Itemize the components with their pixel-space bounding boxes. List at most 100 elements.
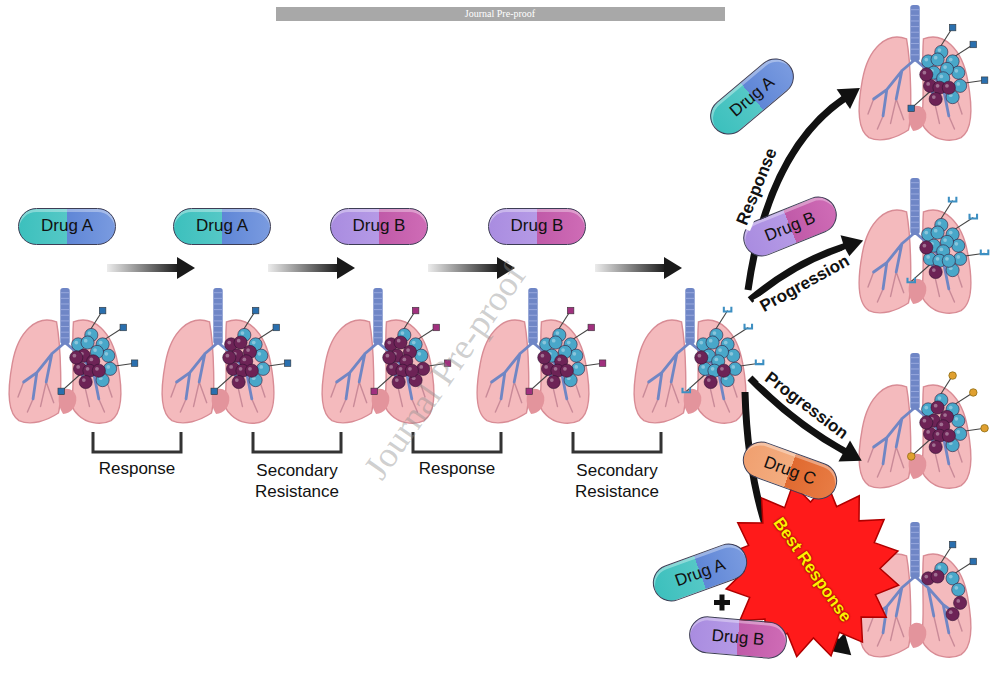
trachea-ring xyxy=(213,326,222,327)
cell-highlight xyxy=(934,573,938,577)
lungs xyxy=(859,353,988,488)
receptor-head xyxy=(745,324,753,329)
cell-highlight xyxy=(95,367,99,371)
trachea-ring xyxy=(910,543,919,544)
trachea-ring xyxy=(910,391,919,392)
trachea-ring xyxy=(528,337,537,338)
cell-highlight xyxy=(574,365,578,369)
drug-name: Drug A xyxy=(726,72,779,121)
trachea-ring xyxy=(910,37,919,38)
cell-highlight xyxy=(226,354,230,358)
receptor-head xyxy=(371,388,378,395)
trachea-ring xyxy=(910,368,919,369)
trachea-ring xyxy=(910,532,919,533)
receptor-head xyxy=(526,388,533,395)
receptor-head xyxy=(211,388,218,395)
tumor-cell xyxy=(920,416,933,429)
cell-highlight xyxy=(949,610,953,614)
bronchi xyxy=(874,60,957,116)
arrow-shaft xyxy=(107,264,179,272)
trachea-ring xyxy=(373,292,382,293)
receptor-head xyxy=(949,541,956,548)
cell-highlight xyxy=(395,378,399,382)
heart xyxy=(527,389,545,414)
receptor-head xyxy=(724,307,732,312)
trachea-ring xyxy=(910,227,919,228)
cell-highlight xyxy=(932,95,936,99)
heart xyxy=(909,106,927,131)
receptor-stalk xyxy=(722,327,748,344)
cell-highlight xyxy=(731,365,735,369)
trachea-ring xyxy=(528,309,537,310)
trachea-ring xyxy=(910,15,919,16)
tumor-cell xyxy=(942,254,955,267)
cell-highlight xyxy=(707,378,711,382)
trachea-ring xyxy=(373,326,382,327)
tumor-cell xyxy=(560,364,573,377)
trachea-ring xyxy=(910,397,919,398)
trachea-ring xyxy=(685,332,694,333)
tumor-cell xyxy=(954,252,967,265)
trachea-ring xyxy=(373,332,382,333)
right-lung xyxy=(224,320,274,423)
cell-highlight xyxy=(709,339,713,343)
trachea-ring xyxy=(60,326,69,327)
bracket xyxy=(93,432,181,452)
cell-highlight xyxy=(938,396,942,400)
left-lung xyxy=(859,210,911,313)
tumor-cell xyxy=(954,427,967,440)
arrow-head xyxy=(177,257,195,279)
bronchi xyxy=(177,343,260,399)
cell-highlight xyxy=(956,599,960,603)
bracket-label: Response xyxy=(99,458,176,479)
heart xyxy=(372,389,390,414)
cell-highlight xyxy=(954,242,958,246)
cell-highlight xyxy=(720,367,724,371)
receptor-head xyxy=(949,372,957,380)
trachea-ring xyxy=(685,298,694,299)
trachea-ring xyxy=(60,337,69,338)
header-text: Journal Pre-proof xyxy=(465,8,535,20)
cell-highlight xyxy=(241,331,245,335)
trachea-ring xyxy=(528,320,537,321)
cell-highlight xyxy=(926,430,930,434)
receptor-head xyxy=(949,24,956,31)
tumor-cell xyxy=(942,429,955,442)
trachea-ring xyxy=(910,188,919,189)
cell-highlight xyxy=(389,365,393,369)
trachea xyxy=(910,522,919,578)
heart xyxy=(909,623,927,648)
trachea-ring xyxy=(373,303,382,304)
cell-highlight xyxy=(956,82,960,86)
cell-highlight xyxy=(698,354,702,358)
trachea-ring xyxy=(213,298,222,299)
tumor-cell xyxy=(929,440,942,453)
cell-highlight xyxy=(406,348,410,352)
trachea-ring xyxy=(910,363,919,364)
tumor-cell xyxy=(538,351,551,364)
arrow-shaft xyxy=(428,264,499,272)
trachea-ring xyxy=(213,309,222,310)
cell-highlight xyxy=(541,354,545,358)
trachea xyxy=(910,178,919,234)
tumor-cell xyxy=(392,375,405,388)
receptor-head xyxy=(949,197,957,202)
receptor-stalk xyxy=(939,201,952,222)
tumor-cell xyxy=(547,375,560,388)
trachea-ring xyxy=(213,332,222,333)
cell-highlight xyxy=(934,229,938,233)
tumor-cell xyxy=(257,362,270,375)
trachea-ring xyxy=(373,337,382,338)
left-lung xyxy=(859,385,911,488)
trachea-ring xyxy=(910,560,919,561)
drug-pill: Drug B xyxy=(330,208,428,245)
cell-highlight xyxy=(943,413,947,417)
receptor-head xyxy=(273,324,280,331)
heart xyxy=(212,389,230,414)
tumor-cell xyxy=(70,351,83,364)
arrow-label: Progression xyxy=(759,365,856,445)
trachea xyxy=(910,5,919,61)
tumor-cell xyxy=(572,362,585,375)
cell-highlight xyxy=(924,575,928,579)
